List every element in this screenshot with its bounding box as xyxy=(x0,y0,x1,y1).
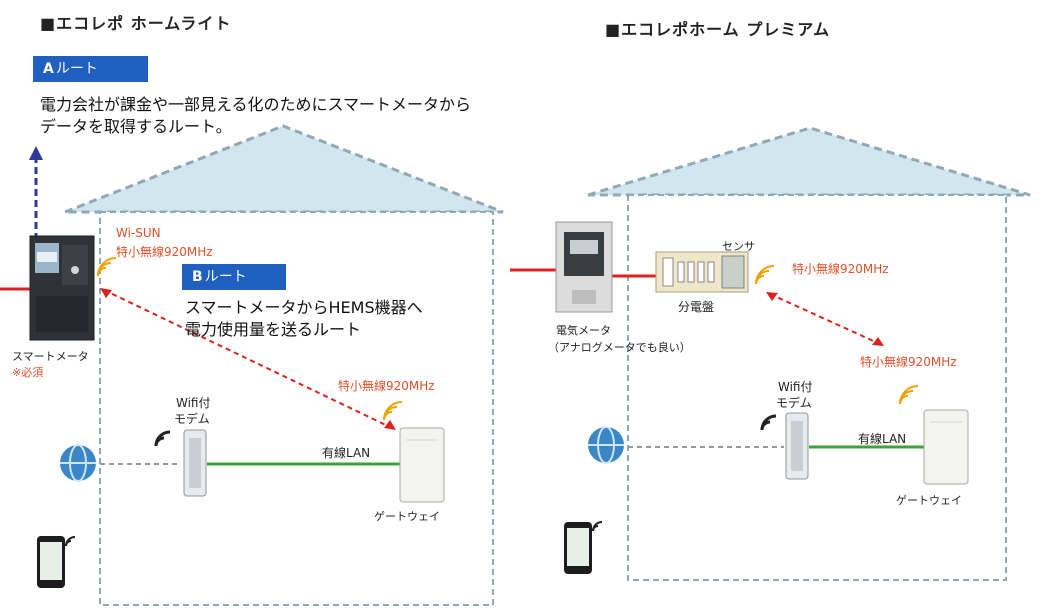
left-gateway-freq-label: 特小無線920MHz xyxy=(338,379,435,393)
route-b-letter: B xyxy=(192,269,203,285)
route-a-arrowhead xyxy=(29,146,43,160)
left-gateway xyxy=(399,427,445,503)
panel-freq-label: 特小無線920MHz xyxy=(792,262,889,276)
wifi-icon xyxy=(97,257,117,277)
right-wireless-link xyxy=(769,293,881,345)
smart-meter-label: スマートメータ xyxy=(12,350,89,363)
wifi-icon xyxy=(899,385,919,405)
right-house-roof xyxy=(587,126,1031,197)
wifi-icon xyxy=(760,414,777,431)
right-gateway-label: ゲートウェイ xyxy=(896,494,962,507)
left-section-title: ■エコレポ ホームライト xyxy=(40,14,232,33)
panel-label: 分電盤 xyxy=(678,300,715,314)
wifi-icon xyxy=(65,536,76,547)
meter-label-line1: 電気メータ xyxy=(556,324,611,337)
right-modem xyxy=(785,412,809,480)
wisun-freq-label: 特小無線920MHz xyxy=(116,245,213,259)
wifi-icon xyxy=(592,521,603,532)
right-gateway xyxy=(923,409,969,485)
route-b-label: ルート xyxy=(204,269,247,285)
right-lan-label: 有線LAN xyxy=(858,432,907,446)
route-b-desc-line2: 電力使用量を送るルート xyxy=(185,320,362,339)
route-a-desc-line2: データを取得するルート。 xyxy=(40,117,232,136)
left-modem-label-line1: Wifi付 xyxy=(176,396,211,410)
right-section-title: ■エコレポホーム プレミアム xyxy=(605,20,831,39)
route-b-desc-line1: スマートメータからHEMS機器へ xyxy=(185,298,423,317)
smart-meter-device xyxy=(29,235,95,341)
right-gateway-freq-label: 特小無線920MHz xyxy=(860,355,957,369)
meter-label-line2: （アナログメータでも良い） xyxy=(548,341,691,354)
left-lan-label: 有線LAN xyxy=(322,446,371,460)
route-a-letter: A xyxy=(43,61,54,77)
left-house-body xyxy=(99,211,494,606)
smart-meter-note: ※必須 xyxy=(12,366,44,379)
left-globe xyxy=(60,444,96,482)
right-modem-label-line2: モデム xyxy=(776,396,812,410)
right-modem-label-line1: Wifi付 xyxy=(778,380,813,394)
left-house-roof xyxy=(64,124,504,214)
route-a-label: ルート xyxy=(55,61,98,77)
distribution-panel-device xyxy=(655,251,749,293)
sensor-label: センサ xyxy=(722,240,755,253)
analog-meter-device xyxy=(555,221,613,313)
wisun-label: Wi-SUN xyxy=(116,226,161,240)
wifi-icon xyxy=(154,430,171,447)
right-phone xyxy=(564,522,592,574)
left-modem-label-line2: モデム xyxy=(174,412,210,426)
route-a-desc-line1: 電力会社が課金や一部見える化のためにスマートメータから xyxy=(40,95,472,114)
left-modem xyxy=(183,429,207,497)
wifi-icon xyxy=(383,401,403,421)
left-phone xyxy=(37,536,65,588)
right-globe xyxy=(588,426,624,464)
left-gateway-label: ゲートウェイ xyxy=(374,510,440,523)
wifi-icon xyxy=(755,265,775,285)
